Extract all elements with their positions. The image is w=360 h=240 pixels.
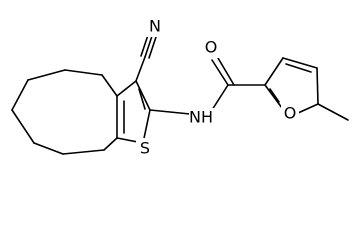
- chemical-structure-diagram: N O NH S O: [11, 16, 349, 158]
- bond-furan-c5-o: [297, 103, 319, 114]
- bond-c5-c6: [62, 149, 105, 155]
- furan-ring: [227, 57, 319, 114]
- amide-oxygen-label: O: [205, 38, 218, 57]
- amide-nh-mask: [189, 108, 215, 126]
- bond-furan-c4-c5: [316, 67, 319, 105]
- bond-c1-c2: [64, 69, 103, 76]
- bond-furan-o-c2: [264, 84, 283, 109]
- thiophene-ring: [116, 80, 151, 144]
- amide-o-mask: [201, 38, 221, 58]
- bond-c8-c9: [11, 79, 29, 111]
- cyclooctane-ring: [11, 69, 118, 155]
- bond-c7-c8: [11, 109, 35, 144]
- bond-cnh-s: [142, 109, 151, 144]
- bond-cnh-nh: [149, 109, 191, 115]
- bond-furan-c2-c3: [264, 57, 284, 86]
- bond-ccn-cnh: [135, 80, 151, 111]
- bond-nh-camide: [211, 84, 229, 111]
- bond-c2-c3: [101, 74, 118, 97]
- furan-oxygen-label: O: [284, 104, 297, 123]
- nitrile-group: [135, 31, 158, 82]
- methyl-group: [317, 103, 349, 121]
- bond-c4-c5: [103, 137, 118, 151]
- bond-ccn-cnh-inner: [138, 88, 146, 110]
- nitrile-n-mask: [145, 17, 165, 37]
- atom-labels: N O NH S O: [136, 17, 299, 158]
- thiophene-sulfur-label: S: [140, 139, 150, 158]
- amide-nh-label: NH: [189, 108, 213, 127]
- bond-furan-c3-c4: [282, 57, 318, 69]
- bond-c9-c1: [27, 69, 66, 81]
- furan-o-mask: [281, 103, 299, 123]
- bond-furan-c5-methyl: [317, 103, 349, 121]
- bond-triple-c: [148, 33, 158, 59]
- bond-camide-o-b: [217, 57, 235, 86]
- amide-linker: [149, 57, 235, 115]
- bond-camide-o-a: [211, 59, 229, 86]
- bond-furan-c3-c4-inner: [285, 63, 312, 73]
- bond-ccn-cn: [135, 56, 146, 82]
- bond-c3-ccn: [116, 80, 137, 97]
- bond-furan-o-c2-inner: [269, 88, 280, 103]
- nitrile-nitrogen-label: N: [149, 17, 161, 36]
- thiophene-s-mask: [136, 138, 154, 158]
- bond-c6-c7: [33, 142, 64, 155]
